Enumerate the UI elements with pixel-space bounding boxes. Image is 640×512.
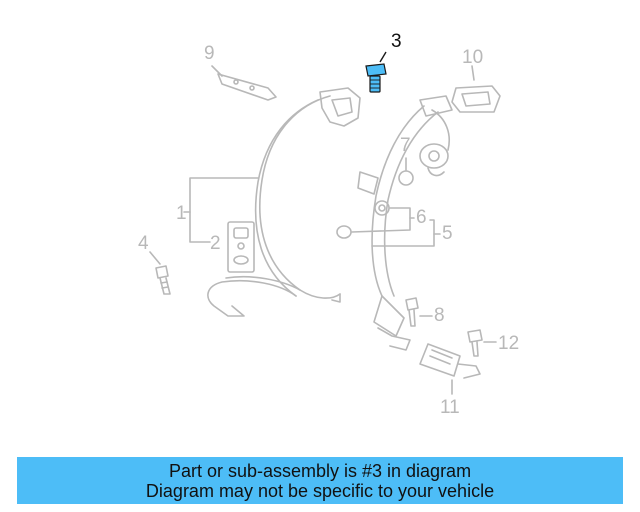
parts-diagram: 9 3 10 7 1 6 2 5 4 8 12 11 bbox=[138, 31, 520, 418]
part-10-cover bbox=[451, 65, 501, 113]
callout-5: 5 bbox=[442, 223, 453, 244]
callout-6: 6 bbox=[416, 207, 427, 228]
diagram-notice-banner: Part or sub-assembly is #3 in diagram Di… bbox=[17, 457, 623, 504]
banner-line-part-reference: Part or sub-assembly is #3 in diagram bbox=[168, 460, 472, 481]
callout-12: 12 bbox=[498, 333, 520, 354]
part-9-bracket bbox=[211, 65, 277, 101]
part-3-bolt-highlighted bbox=[365, 51, 387, 93]
part-2-plate bbox=[227, 221, 255, 273]
callout-3: 3 bbox=[391, 31, 402, 52]
callout-10: 10 bbox=[462, 47, 484, 68]
banner-line-disclaimer: Diagram may not be specific to your vehi… bbox=[145, 480, 495, 501]
callout-9: 9 bbox=[204, 43, 215, 64]
part-5-belt bbox=[357, 95, 453, 351]
callout-1: 1 bbox=[176, 203, 187, 224]
diagram-line-art bbox=[149, 51, 501, 395]
part-8-bolt bbox=[405, 297, 433, 327]
callout-8: 8 bbox=[434, 305, 445, 326]
callout-2: 2 bbox=[210, 233, 221, 254]
part-1-belt bbox=[207, 87, 361, 317]
part-4-bolt bbox=[149, 251, 171, 295]
callout-7: 7 bbox=[400, 135, 411, 156]
callout-11: 11 bbox=[440, 397, 460, 418]
part-6-grommets bbox=[336, 200, 415, 239]
part-11-buckle bbox=[419, 343, 481, 395]
callout-4: 4 bbox=[138, 233, 149, 254]
callout-5-bracket bbox=[371, 219, 441, 247]
part-12-bolt bbox=[467, 329, 497, 357]
part-7-retractor bbox=[398, 109, 450, 186]
callout-1-bracket bbox=[183, 177, 259, 243]
